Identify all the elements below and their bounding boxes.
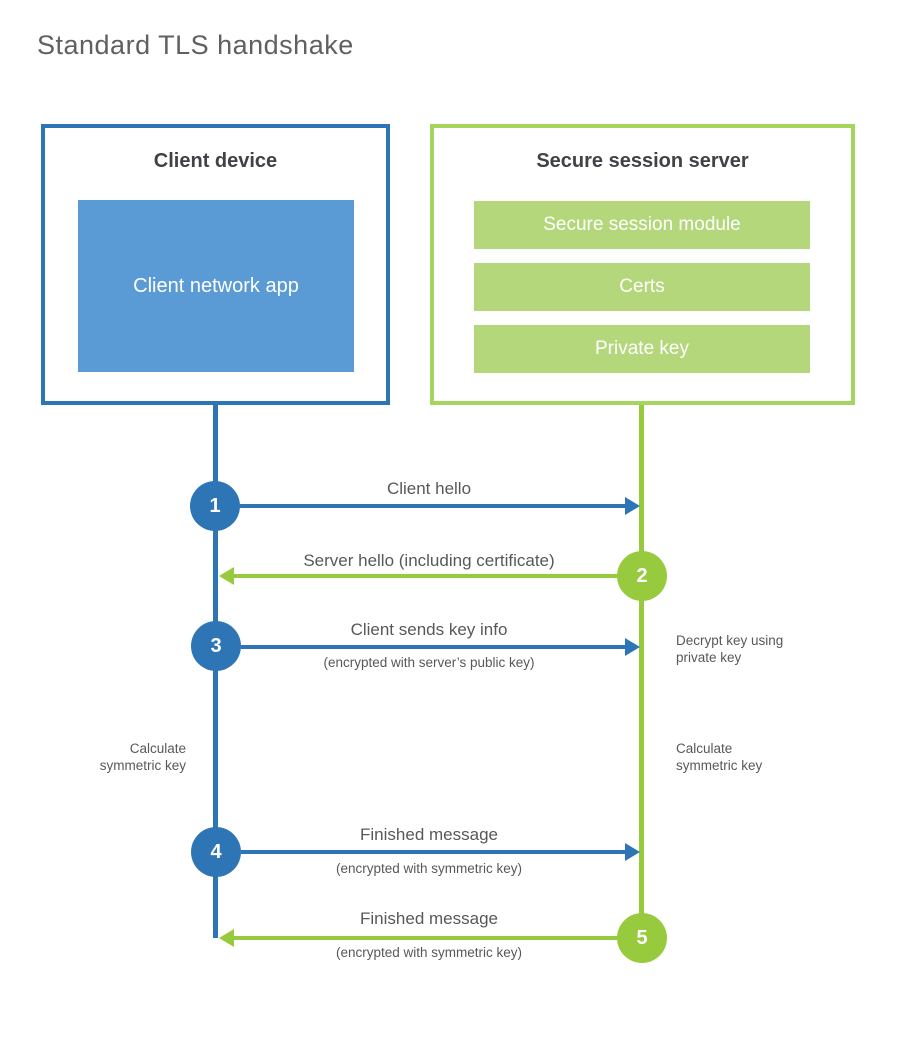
calc-right-line1: Calculate	[676, 741, 733, 756]
private-key-label: Private key	[595, 338, 689, 359]
step-3-number: 3	[210, 634, 222, 657]
private-key-bar: Private key	[474, 325, 810, 373]
message-1-label: Client hello	[386, 479, 472, 498]
secure-session-module-label: Secure session module	[543, 214, 741, 235]
calc-right-line2: symmetric key	[676, 758, 763, 773]
step-1-badge: 1	[190, 481, 240, 531]
certs-bar: Certs	[474, 263, 810, 311]
message-3-sublabel: (encrypted with server’s public key)	[323, 655, 535, 670]
arrow-left-head-icon	[219, 929, 234, 947]
message-4-label: Finished message	[360, 825, 498, 844]
secure-session-module-bar: Secure session module	[474, 201, 810, 249]
calc-left-line1: Calculate	[129, 741, 186, 756]
calculate-symmetric-key-note-server: Calculate symmetric key	[676, 740, 762, 774]
step-3-badge: 3	[191, 621, 241, 671]
client-device-box: Client device Client network app	[41, 124, 390, 405]
step-5-badge: 5	[617, 913, 667, 963]
client-network-app-box: Client network app	[78, 200, 354, 372]
certs-label: Certs	[619, 276, 665, 297]
server-lifeline	[639, 405, 644, 938]
step-2-badge: 2	[617, 551, 667, 601]
message-5-label: Finished message	[360, 909, 498, 928]
arrow-right-head-icon	[625, 843, 640, 861]
message-5-arrow	[234, 936, 618, 940]
decrypt-key-note: Decrypt key using private key	[676, 632, 783, 666]
arrow-right-head-icon	[625, 638, 640, 656]
page-title: Standard TLS handshake	[37, 30, 354, 60]
message-3-arrow	[241, 645, 626, 649]
message-2-arrow	[234, 574, 619, 578]
secure-session-server-box: Secure session server Secure session mod…	[430, 124, 855, 405]
client-network-app-label: Client network app	[133, 274, 299, 297]
calculate-symmetric-key-note-client: Calculate symmetric key	[56, 740, 186, 774]
decrypt-key-note-line1: Decrypt key using	[676, 633, 784, 648]
arrow-left-head-icon	[219, 567, 234, 585]
step-4-number: 4	[210, 840, 222, 863]
message-4-arrow	[241, 850, 626, 854]
decrypt-key-note-line2: private key	[676, 650, 742, 665]
secure-session-server-title: Secure session server	[536, 150, 749, 172]
step-2-number: 2	[636, 564, 648, 587]
step-4-badge: 4	[191, 827, 241, 877]
message-2-label: Server hello (including certificate)	[303, 551, 555, 570]
message-3-label: Client sends key info	[350, 620, 508, 639]
client-lifeline	[213, 405, 218, 938]
arrow-right-head-icon	[625, 497, 640, 515]
step-5-number: 5	[636, 926, 648, 949]
message-5-sublabel: (encrypted with symmetric key)	[335, 945, 523, 960]
step-1-number: 1	[209, 494, 221, 517]
message-1-arrow	[240, 504, 626, 508]
client-device-title: Client device	[153, 150, 278, 172]
message-4-sublabel: (encrypted with symmetric key)	[335, 861, 523, 876]
calc-left-line2: symmetric key	[99, 758, 186, 773]
